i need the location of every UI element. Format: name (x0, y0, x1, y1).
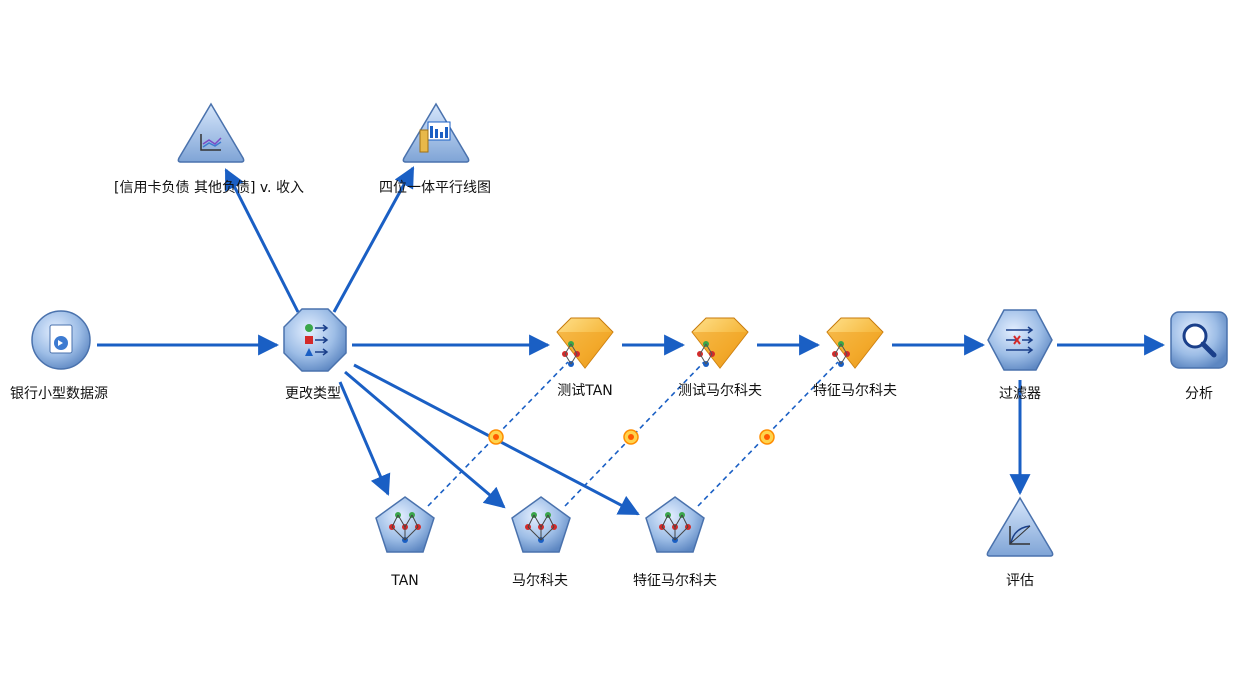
magnifier-icon (1182, 323, 1217, 358)
label-markov: 马尔科夫 (512, 573, 568, 589)
network-icon (389, 512, 421, 543)
table-chart-icon (419, 121, 451, 153)
node-plot[interactable] (177, 102, 245, 163)
node-parallel[interactable] (402, 102, 470, 163)
label-filter: 过滤器 (999, 386, 1041, 402)
node-markov[interactable] (511, 496, 571, 553)
network-icon (562, 341, 580, 367)
network-icon (697, 341, 715, 367)
link-type-markov[interactable] (344, 370, 506, 509)
link-type-plot[interactable] (224, 168, 300, 313)
network-icon (832, 341, 850, 367)
node-analysis[interactable] (1170, 311, 1228, 369)
label-plot: [信用卡负债 其他负债] v. 收入 (114, 180, 304, 196)
label-tan: TAN (391, 573, 419, 589)
label-model-feature: 特征马尔科夫 (813, 383, 897, 399)
label-analysis: 分析 (1185, 386, 1213, 402)
label-eval: 评估 (1006, 573, 1034, 589)
node-type[interactable] (283, 308, 347, 372)
sparkle-icon (759, 429, 775, 445)
label-model-tan: 测试TAN (557, 383, 613, 399)
node-model-feature[interactable] (826, 317, 884, 369)
node-model-tan[interactable] (556, 317, 614, 369)
label-type: 更改类型 (285, 386, 341, 402)
sparkles (488, 429, 775, 445)
node-source[interactable] (31, 310, 91, 370)
node-tan[interactable] (375, 496, 435, 553)
label-source: 银行小型数据源 (10, 386, 108, 402)
link-type-tan[interactable] (338, 381, 391, 496)
line-chart-icon (200, 134, 222, 151)
sparkle-icon (623, 429, 639, 445)
sparkle-icon (488, 429, 504, 445)
link-type-parallel[interactable] (332, 166, 415, 313)
type-icon (305, 324, 329, 356)
filter-icon (1006, 326, 1034, 354)
node-eval[interactable] (986, 496, 1054, 557)
node-filter[interactable] (987, 309, 1053, 371)
label-model-markov: 测试马尔科夫 (678, 383, 762, 399)
gain-curve-icon (1009, 525, 1031, 545)
label-parallel: 四位一体平行线图 (379, 180, 491, 196)
network-icon (659, 512, 691, 543)
network-icon (525, 512, 557, 543)
node-feature[interactable] (645, 496, 705, 553)
label-feature: 特征马尔科夫 (633, 573, 717, 589)
node-model-markov[interactable] (691, 317, 749, 369)
